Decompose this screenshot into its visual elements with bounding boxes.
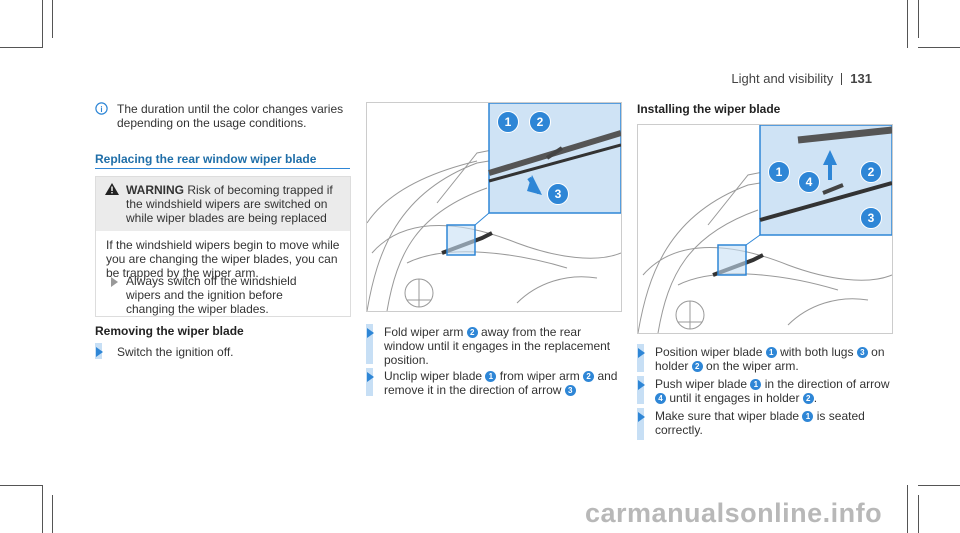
crop-mark	[0, 47, 42, 48]
step-arrow-icon	[638, 348, 645, 358]
step-stripe	[637, 344, 644, 372]
step-stripe	[366, 324, 373, 364]
crop-mark	[918, 47, 960, 48]
step-text: Fold wiper arm	[384, 325, 464, 339]
callout-1: 1	[497, 111, 519, 133]
callout-1: 1	[768, 161, 790, 183]
step-text: on holder	[655, 345, 885, 373]
step-arrow-icon	[638, 380, 645, 390]
callout-ref: 4	[655, 393, 666, 404]
step-check-seated: Make sure that wiper blade 1 is seated c…	[655, 409, 895, 437]
watermark: carmanualsonline.info	[585, 498, 883, 528]
step-text: from wiper arm	[499, 369, 580, 383]
callout-ref: 2	[466, 327, 478, 338]
callout-ref: 2	[802, 393, 814, 404]
step-position-blade: Position wiper blade 1 with both lugs 3 …	[655, 345, 895, 373]
step-push-blade: Push wiper blade 1 in the direction of a…	[655, 377, 895, 405]
step-arrow-icon	[96, 347, 103, 357]
step-text: until it engages in holder	[669, 391, 800, 405]
warning-text: Risk of becoming trapped if the windshie…	[126, 183, 333, 225]
warning-box: WARNING Risk of becoming trapped if the …	[95, 176, 351, 317]
warning-header: WARNING Risk of becoming trapped if the …	[96, 177, 350, 231]
callout-ref: 1	[802, 411, 814, 422]
crop-mark	[42, 0, 43, 48]
step-text: Push wiper blade	[655, 377, 748, 391]
step-text: in the direction of arrow	[764, 377, 890, 391]
step-unclip-blade: Unclip wiper blade 1 from wiper arm 2 an…	[384, 369, 622, 397]
page-header: Light and visibility 131	[731, 71, 872, 86]
note-text: The duration until the color changes var…	[117, 102, 344, 130]
callout-ref: 2	[583, 371, 595, 382]
crop-mark	[907, 485, 908, 533]
warning-triangle-icon	[105, 183, 119, 198]
svg-text:i: i	[100, 105, 102, 114]
callout-ref: 2	[691, 361, 703, 372]
callout-ref: 1	[765, 347, 777, 358]
figure-fold-wiper: 1 2 3	[366, 102, 622, 312]
step-text: is seated correctly.	[655, 409, 865, 437]
step-text: with both lugs	[780, 345, 854, 359]
callout-ref: 3	[856, 347, 868, 358]
callout-2: 2	[860, 161, 882, 183]
crop-mark	[0, 485, 42, 486]
step-text: away from the rear window until it engag…	[384, 325, 611, 367]
crop-mark	[42, 485, 43, 533]
step-stripe	[637, 376, 644, 404]
step-text: Make sure that wiper blade	[655, 409, 800, 423]
step-arrow-icon	[367, 372, 374, 382]
step-fold-wiper-arm: Fold wiper arm 2 away from the rear wind…	[384, 325, 622, 367]
crop-mark	[918, 485, 960, 486]
subheading-removing: Removing the wiper blade	[95, 324, 244, 338]
step-stripe	[366, 368, 373, 396]
step-text: on the wiper arm.	[706, 359, 799, 373]
callout-4: 4	[798, 171, 820, 193]
step-text: Unclip wiper blade	[384, 369, 483, 383]
section-rule	[95, 168, 350, 169]
callout-ref: 3	[564, 385, 576, 396]
callout-3: 3	[860, 207, 882, 229]
warning-body: If the windshield wipers begin to move w…	[106, 238, 340, 280]
step-arrow-icon	[367, 328, 374, 338]
crop-mark	[52, 495, 53, 533]
subheading-installing: Installing the wiper blade	[637, 102, 781, 116]
header-divider	[841, 72, 843, 85]
step-stripe	[637, 408, 644, 440]
step-switch-ignition: Switch the ignition off.	[117, 345, 234, 359]
crop-mark	[918, 0, 919, 38]
step-arrow-icon	[111, 277, 118, 287]
step-arrow-icon	[638, 412, 645, 422]
figure-install-wiper: 1 2 3 4	[637, 124, 893, 334]
step-text: and remove it in the direction of arrow	[384, 369, 618, 397]
note-icon: i	[95, 102, 108, 115]
callout-ref: 1	[750, 379, 762, 390]
warning-label: WARNING	[126, 183, 184, 197]
callout-3: 3	[547, 183, 569, 205]
section-title: Replacing the rear window wiper blade	[95, 152, 317, 166]
section-name: Light and visibility	[731, 71, 834, 86]
page-number: 131	[850, 71, 872, 86]
callout-2: 2	[529, 111, 551, 133]
crop-mark	[907, 0, 908, 48]
step-text: Position wiper blade	[655, 345, 763, 359]
step-text: .	[813, 391, 818, 405]
crop-mark	[52, 0, 53, 38]
warning-step: Always switch off the windshield wipers …	[126, 274, 297, 316]
crop-mark	[918, 495, 919, 533]
callout-ref: 1	[485, 371, 497, 382]
